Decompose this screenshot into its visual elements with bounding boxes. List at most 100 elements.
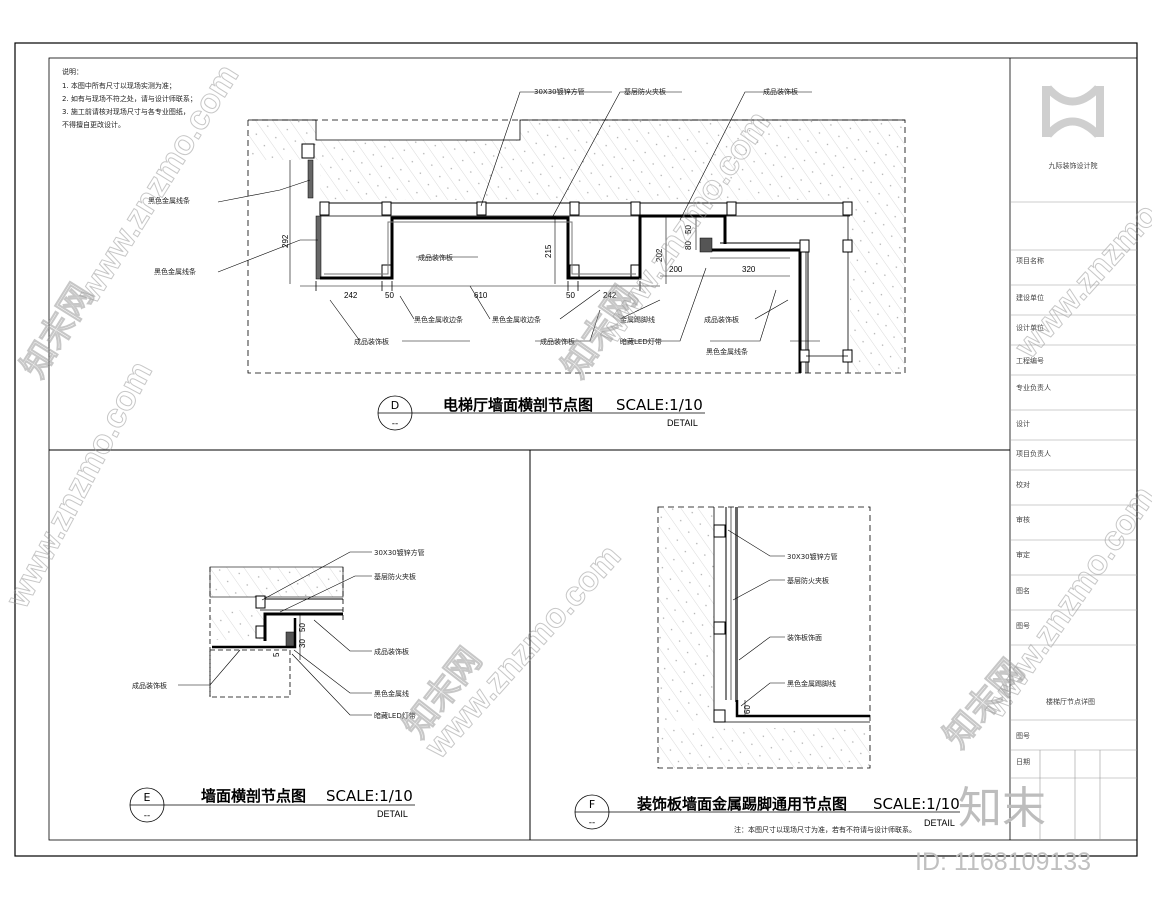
- detail-d-callouts: 30X30镀锌方管 基层防火夹板 成品装饰板 黑色金属线条 黑色金属线条 成品装…: [148, 87, 798, 356]
- tb-row-2: 建设单位: [1016, 293, 1044, 302]
- dim-d-320: 320: [742, 265, 756, 274]
- tb-row-4: 工程编号: [1016, 356, 1044, 365]
- detail-f-leaders: [727, 529, 785, 707]
- tb-row-11: 图名: [1016, 586, 1030, 595]
- dim-d-202: 202: [655, 248, 664, 262]
- callout-d-7: 黑色金属收边条: [414, 315, 463, 324]
- dim-d-242-right: 242: [603, 291, 617, 300]
- general-notes: 说明： 1. 本图中所有尺寸以现场实测为准； 2. 如有与现场不符之处，请与设计…: [62, 67, 197, 129]
- tb-row-10: 审定: [1016, 550, 1030, 559]
- detail-d-drawing: [247, 119, 906, 374]
- detail-f-drawing: [657, 506, 871, 769]
- watermark-id: ID: 1168109133: [915, 848, 1091, 876]
- callout-f-2: 基层防火夹板: [787, 576, 829, 585]
- dim-e-30: 30: [298, 639, 307, 648]
- callout-d-3: 成品装饰板: [763, 87, 798, 96]
- callout-f-3: 装饰板饰面: [787, 633, 822, 642]
- watermark-brand-big: 知末: [958, 783, 1046, 834]
- watermark-site-5: www.znzmo.com: [1007, 137, 1152, 366]
- dim-d-80: 80: [684, 241, 693, 250]
- tb-row-7: 项目负责人: [1016, 449, 1051, 458]
- dim-e-50: 50: [298, 623, 307, 632]
- detail-f-footnote: 注：本图尺寸以现场尺寸为准，若有不符请与设计师联系。: [734, 825, 916, 834]
- detail-d-dimensions: 242 50 610 50 242 200 320 292 215 202 80…: [281, 225, 756, 300]
- detail-f-callouts: 30X30镀锌方管 基层防火夹板 装饰板饰面 黑色金属踢脚线: [787, 552, 838, 688]
- watermark-site-4: www.znzmo.com: [0, 355, 160, 614]
- detail-e-marker-letter: E: [144, 791, 151, 804]
- company-logo-icon: [1042, 85, 1104, 138]
- tb-drawing-name: 楼梯厅节点详图: [1046, 697, 1095, 706]
- callout-e-1: 30X30镀锌方管: [374, 548, 425, 557]
- dim-f-60: 60: [743, 705, 752, 714]
- company-name: 九际装饰设计院: [1049, 161, 1098, 170]
- dim-d-215: 215: [544, 244, 553, 258]
- dim-d-50: 50: [684, 225, 693, 234]
- tb-row-5: 专业负责人: [1016, 383, 1051, 392]
- callout-e-2: 基层防火夹板: [374, 572, 416, 581]
- detail-d-title-block: D -- 电梯厅墙面横剖节点图 SCALE:1/10 DETAIL: [377, 395, 705, 431]
- detail-d-marker-letter: D: [391, 399, 399, 412]
- detail-d-scale: SCALE:1/10: [616, 396, 703, 414]
- dim-e-5: 5: [272, 652, 281, 657]
- detail-d-steel-tubes: [301, 143, 853, 279]
- title-block: 九际装饰设计院 项目名称 建设单位 设计单位 工程编号 专业负责人 设计 项目负…: [1009, 58, 1137, 840]
- detail-e-dimensions: 50 30 5: [272, 623, 307, 657]
- callout-d-12: 成品装饰板: [540, 337, 575, 346]
- dim-d-200: 200: [669, 265, 683, 274]
- detail-f-dimensions: 60: [743, 705, 752, 714]
- dim-d-50-right: 50: [566, 291, 575, 300]
- callout-d-1: 30X30镀锌方管: [534, 87, 585, 96]
- callout-d-9: 成品装饰板: [354, 337, 389, 346]
- tb-row-12: 图号: [1016, 622, 1030, 630]
- notes-line-2: 2. 如有与现场不符之处，请与设计师联系；: [62, 94, 197, 103]
- detail-e-detail-word: DETAIL: [377, 809, 408, 819]
- dim-d-50-left: 50: [385, 291, 394, 300]
- detail-e-drawing: [209, 566, 344, 698]
- tb-sheet-no: 图号: [1016, 732, 1030, 740]
- detail-d-wall-hatch: [248, 120, 905, 373]
- watermark-brand-1: 知末网: [15, 278, 101, 385]
- tb-row-13: 日期: [1016, 758, 1030, 766]
- tb-row-1: 项目名称: [1016, 256, 1044, 265]
- callout-e-4: 黑色金属线: [374, 689, 409, 698]
- detail-f-detail-word: DETAIL: [924, 818, 955, 828]
- callout-d-13: 成品装饰板: [704, 315, 739, 324]
- notes-line-4: 不得擅自更改设计。: [62, 120, 125, 129]
- detail-e-callouts: 30X30镀锌方管 基层防火夹板 成品装饰板 黑色金属线 暗藏LED灯带 成品装…: [132, 548, 425, 720]
- notes-heading: 说明：: [62, 67, 83, 76]
- callout-f-4: 黑色金属踢脚线: [787, 679, 836, 688]
- detail-d-marker-sub: --: [392, 419, 399, 429]
- callout-e-5: 暗藏LED灯带: [374, 711, 416, 720]
- tb-row-3: 设计单位: [1016, 323, 1044, 332]
- dim-d-610: 610: [474, 291, 488, 300]
- callout-d-5: 黑色金属线条: [154, 267, 196, 276]
- detail-d-leaders: [217, 91, 820, 342]
- detail-e-marker-sub: --: [144, 811, 151, 821]
- callout-d-8: 黑色金属收边条: [492, 315, 541, 324]
- detail-d-title: 电梯厅墙面横剖节点图: [443, 396, 593, 414]
- detail-e-leaders: [178, 551, 372, 716]
- detail-e-scale: SCALE:1/10: [326, 787, 413, 805]
- detail-e-title: 墙面横剖节点图: [201, 787, 306, 805]
- callout-d-10: 金属踢脚线: [620, 315, 655, 324]
- detail-f-marker-sub: --: [589, 818, 596, 828]
- callout-e-3: 成品装饰板: [374, 647, 409, 656]
- notes-line-3: 3. 施工前请核对现场尺寸与各专业图纸，: [62, 107, 190, 116]
- callout-d-14: 黑色金属线条: [706, 347, 748, 356]
- tb-row-6: 设计: [1016, 419, 1030, 428]
- watermark-site-2: www.znzmo.com: [417, 537, 628, 766]
- callout-d-11: 暗藏LED灯带: [620, 337, 662, 346]
- detail-d-detail-word: DETAIL: [667, 418, 698, 428]
- inner-border: [48, 57, 1138, 841]
- tb-row-9: 审核: [1016, 515, 1030, 524]
- notes-line-1: 1. 本图中所有尺寸以现场实测为准；: [62, 81, 176, 90]
- detail-f-title: 装饰板墙面金属踢脚通用节点图: [636, 795, 847, 813]
- dim-d-292: 292: [281, 234, 290, 248]
- callout-e-6: 成品装饰板: [132, 681, 167, 690]
- detail-f-title-block: F -- 装饰板墙面金属踢脚通用节点图 SCALE:1/10 DETAIL 注：…: [574, 794, 960, 834]
- detail-e-title-block: E -- 墙面横剖节点图 SCALE:1/10 DETAIL: [129, 787, 415, 823]
- tb-row-8: 校对: [1016, 480, 1030, 489]
- detail-f-marker-letter: F: [589, 798, 595, 811]
- callout-d-6: 成品装饰板: [418, 253, 453, 262]
